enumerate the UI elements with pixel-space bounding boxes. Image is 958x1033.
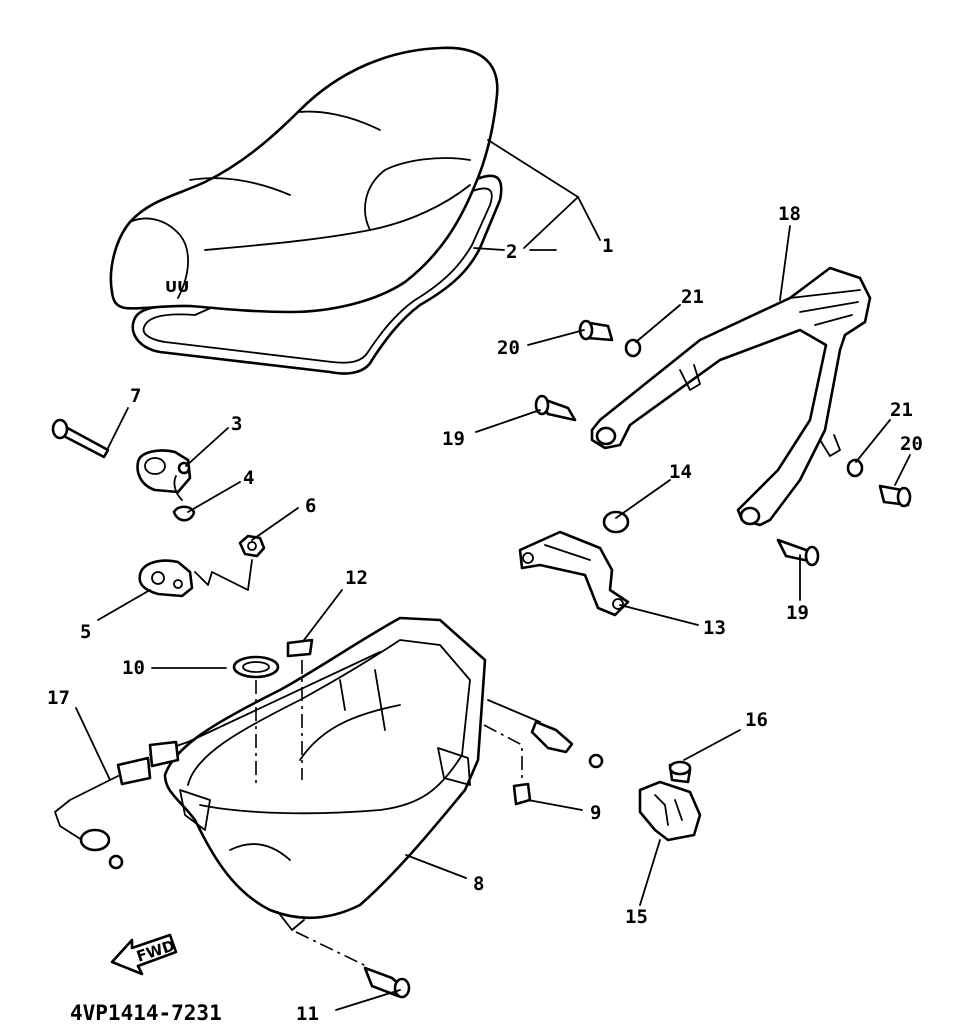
seat-lock-bracket bbox=[518, 510, 630, 617]
callout-19-right: 19 bbox=[786, 602, 809, 624]
callout-21-right: 21 bbox=[890, 399, 913, 421]
callout-9: 9 bbox=[590, 802, 601, 824]
callout-6: 6 bbox=[305, 495, 316, 517]
callout-4: 4 bbox=[243, 467, 254, 489]
callout-20-left: 20 bbox=[497, 337, 520, 359]
callout-12: 12 bbox=[345, 567, 368, 589]
callout-16: 16 bbox=[745, 709, 768, 731]
callout-13: 13 bbox=[703, 617, 726, 639]
callout-1: 1 bbox=[602, 235, 613, 257]
callout-21-top: 21 bbox=[681, 286, 704, 308]
callout-18: 18 bbox=[778, 203, 801, 225]
callout-7: 7 bbox=[130, 385, 141, 407]
fwd-direction-arrow: FWD bbox=[110, 933, 178, 976]
callout-8: 8 bbox=[473, 873, 484, 895]
callout-15: 15 bbox=[625, 906, 648, 928]
callout-10: 10 bbox=[122, 657, 145, 679]
callout-11: 11 bbox=[296, 1003, 319, 1025]
callout-17: 17 bbox=[47, 687, 70, 709]
leader-lines bbox=[75, 139, 911, 1011]
callout-2: 2 bbox=[506, 241, 517, 263]
seat-assembly: UU bbox=[109, 46, 503, 375]
callout-5: 5 bbox=[80, 621, 91, 643]
rear-carrier-assembly bbox=[534, 266, 912, 567]
seat-lock-cable bbox=[54, 651, 604, 870]
drawing-code: 4VP1414-7231 bbox=[70, 1001, 222, 1025]
callout-3: 3 bbox=[231, 413, 242, 435]
callout-14: 14 bbox=[669, 461, 692, 483]
callout-numbers: 1 2 3 4 5 6 7 8 9 10 11 12 13 14 15 16 1… bbox=[47, 203, 923, 1025]
storage-box bbox=[163, 616, 532, 999]
fwd-label: FWD bbox=[134, 936, 177, 965]
callout-19-left: 19 bbox=[442, 428, 465, 450]
hinge-parts bbox=[51, 418, 266, 598]
callout-20-right: 20 bbox=[900, 433, 923, 455]
seat-lock bbox=[638, 760, 702, 842]
seat-marking: UU bbox=[165, 278, 189, 296]
